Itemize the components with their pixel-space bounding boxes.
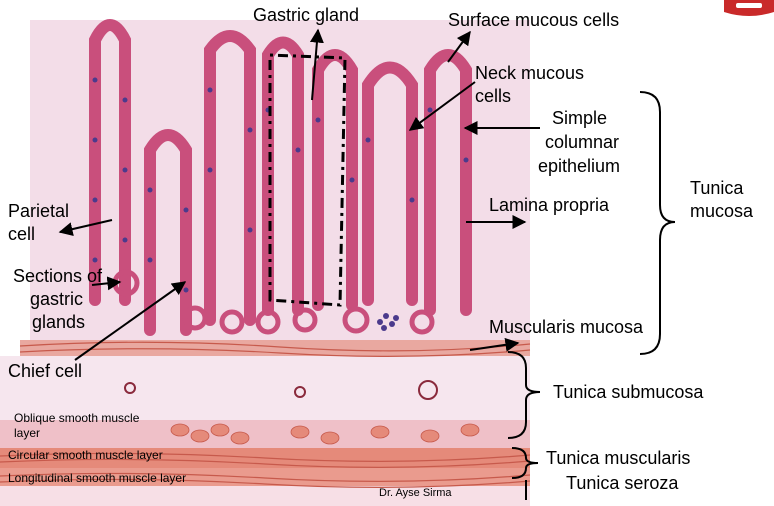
arrow-sections [91,276,122,291]
blood-vessels [124,380,438,400]
label-tunica-seroza: Tunica seroza [566,473,679,493]
lamina-propria-region [30,20,530,350]
label-neck-mucous-1: Neck mucous [475,63,585,83]
label-surface-mucous-cells: Surface mucous cells [448,10,620,30]
arrow-neck-mucous [408,81,476,131]
fold-6 [362,61,418,306]
fold-1 [89,19,131,306]
label-chief-cell: Chief cell [8,361,83,381]
label-parietal-1: Parietal [8,201,70,221]
arrow-chief-cell [74,281,187,361]
lymphoid-cluster [377,313,399,331]
muscle-fibres [0,341,531,488]
credit-text: Dr. Ayse Sirma [379,487,452,499]
label-tunica-muscularis: Tunica muscularis [546,448,691,468]
serosa-band [0,486,530,506]
label-tunica-mucosa-2: mucosa [690,201,754,221]
arrow-parietal [58,219,113,236]
label-simple-columnar-1: Simple [552,108,608,128]
label-circular-layer: Circular smooth muscle layer [8,448,163,462]
fold-nuclei [92,77,469,293]
label-longitudinal-layer: Longitudinal smooth muscle layer [8,471,187,485]
label-muscularis-mucosa: Muscularis mucosa [489,317,644,337]
arrow-muscularis-mucosa [469,337,520,352]
fold-4 [262,36,304,316]
tunica-mucosa-bracket [639,91,676,355]
logo-badge [724,0,774,16]
muscularis-mucosa-band [20,340,530,358]
arrow-surface-mucous [447,30,471,63]
fold-3 [204,30,256,326]
label-tunica-mucosa-1: Tunica [690,178,744,198]
label-simple-columnar-2: columnar [545,132,620,152]
fold-5 [312,49,358,311]
fold-7 [424,49,472,316]
label-tunica-submucosa: Tunica submucosa [553,382,704,402]
label-gastric-gland: Gastric gland [253,5,360,25]
label-oblique-2: layer [14,426,41,440]
label-arrows [58,28,540,361]
tunica-muscularis-bracket [511,447,539,479]
mucosal-folds [89,19,472,336]
label-lamina-propria: Lamina propria [489,195,610,215]
muscle-cell-ovals [170,423,480,445]
label-sections-2: gastric [30,289,84,309]
label-parietal-2: cell [8,224,36,244]
label-simple-columnar-3: epithelium [538,156,621,176]
arrow-gastric-gland [309,28,324,101]
oblique-muscle-band [0,420,530,450]
label-oblique-1: Oblique smooth muscle [14,411,140,425]
tunica-submucosa-bracket [507,351,541,439]
layer-brackets [507,91,676,500]
label-sections-1: Sections of [13,266,103,286]
label-sections-3: glands [32,312,86,332]
gastric-gland-outline [268,53,347,307]
label-neck-mucous-2: cells [475,86,512,106]
fold-2 [144,129,192,336]
